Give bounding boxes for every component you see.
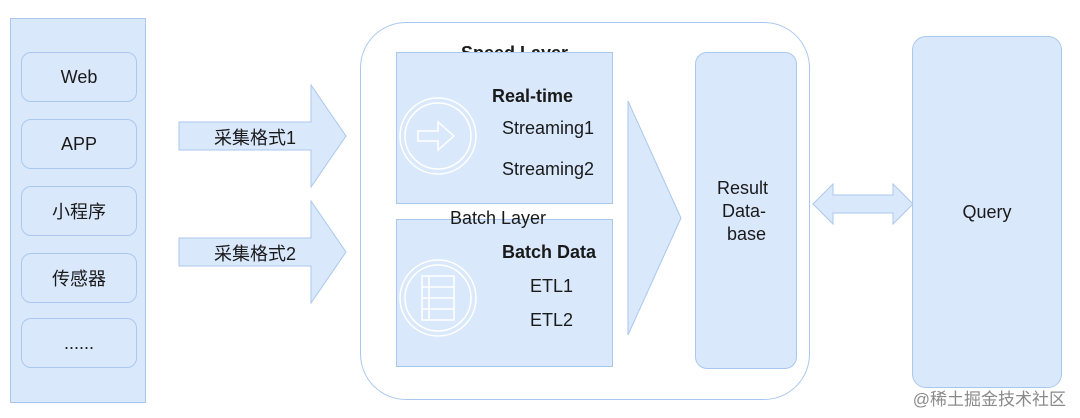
collect-arrow-2-label: 采集格式2 <box>214 244 297 264</box>
source-web-label: Web <box>60 66 98 87</box>
source-mini-program-label: 小程序 <box>52 202 106 222</box>
query-box: Query <box>912 36 1062 388</box>
arrow-right-circle-icon <box>399 97 477 175</box>
batch-layer-title: Batch Layer <box>450 208 547 228</box>
source-sensor: 传感器 <box>21 253 137 303</box>
speed-layer-item-2: Streaming2 <box>502 159 595 179</box>
result-database-line-3: base <box>727 224 767 244</box>
double-arrow <box>812 182 914 226</box>
collect-arrow-2 <box>178 199 347 305</box>
speed-layer-subtitle: Real-time <box>492 86 574 106</box>
source-web: Web <box>21 52 137 102</box>
collect-arrow-1 <box>178 83 347 189</box>
list-circle-icon <box>399 259 477 337</box>
batch-layer-item-1: ETL1 <box>530 276 574 296</box>
batch-layer-item-2: ETL2 <box>530 310 574 330</box>
source-app: APP <box>21 119 137 169</box>
source-more: ...... <box>21 318 137 368</box>
source-more-label: ...... <box>63 332 94 353</box>
result-database-line-1: Result <box>717 178 769 198</box>
speed-layer-item-1: Streaming1 <box>502 118 595 138</box>
collect-arrow-1-label: 采集格式1 <box>214 128 297 148</box>
source-app-label: APP <box>60 133 98 154</box>
batch-layer-subtitle: Batch Data <box>502 242 597 262</box>
watermark-text: @稀土掘金技术社区 <box>912 390 1066 409</box>
source-sensor-label: 传感器 <box>52 269 106 289</box>
query-label: Query <box>962 201 1012 222</box>
result-database-line-2: Data- <box>722 201 767 221</box>
source-mini-program: 小程序 <box>21 186 137 236</box>
result-database-box <box>695 52 797 369</box>
merge-arrow <box>627 100 682 336</box>
